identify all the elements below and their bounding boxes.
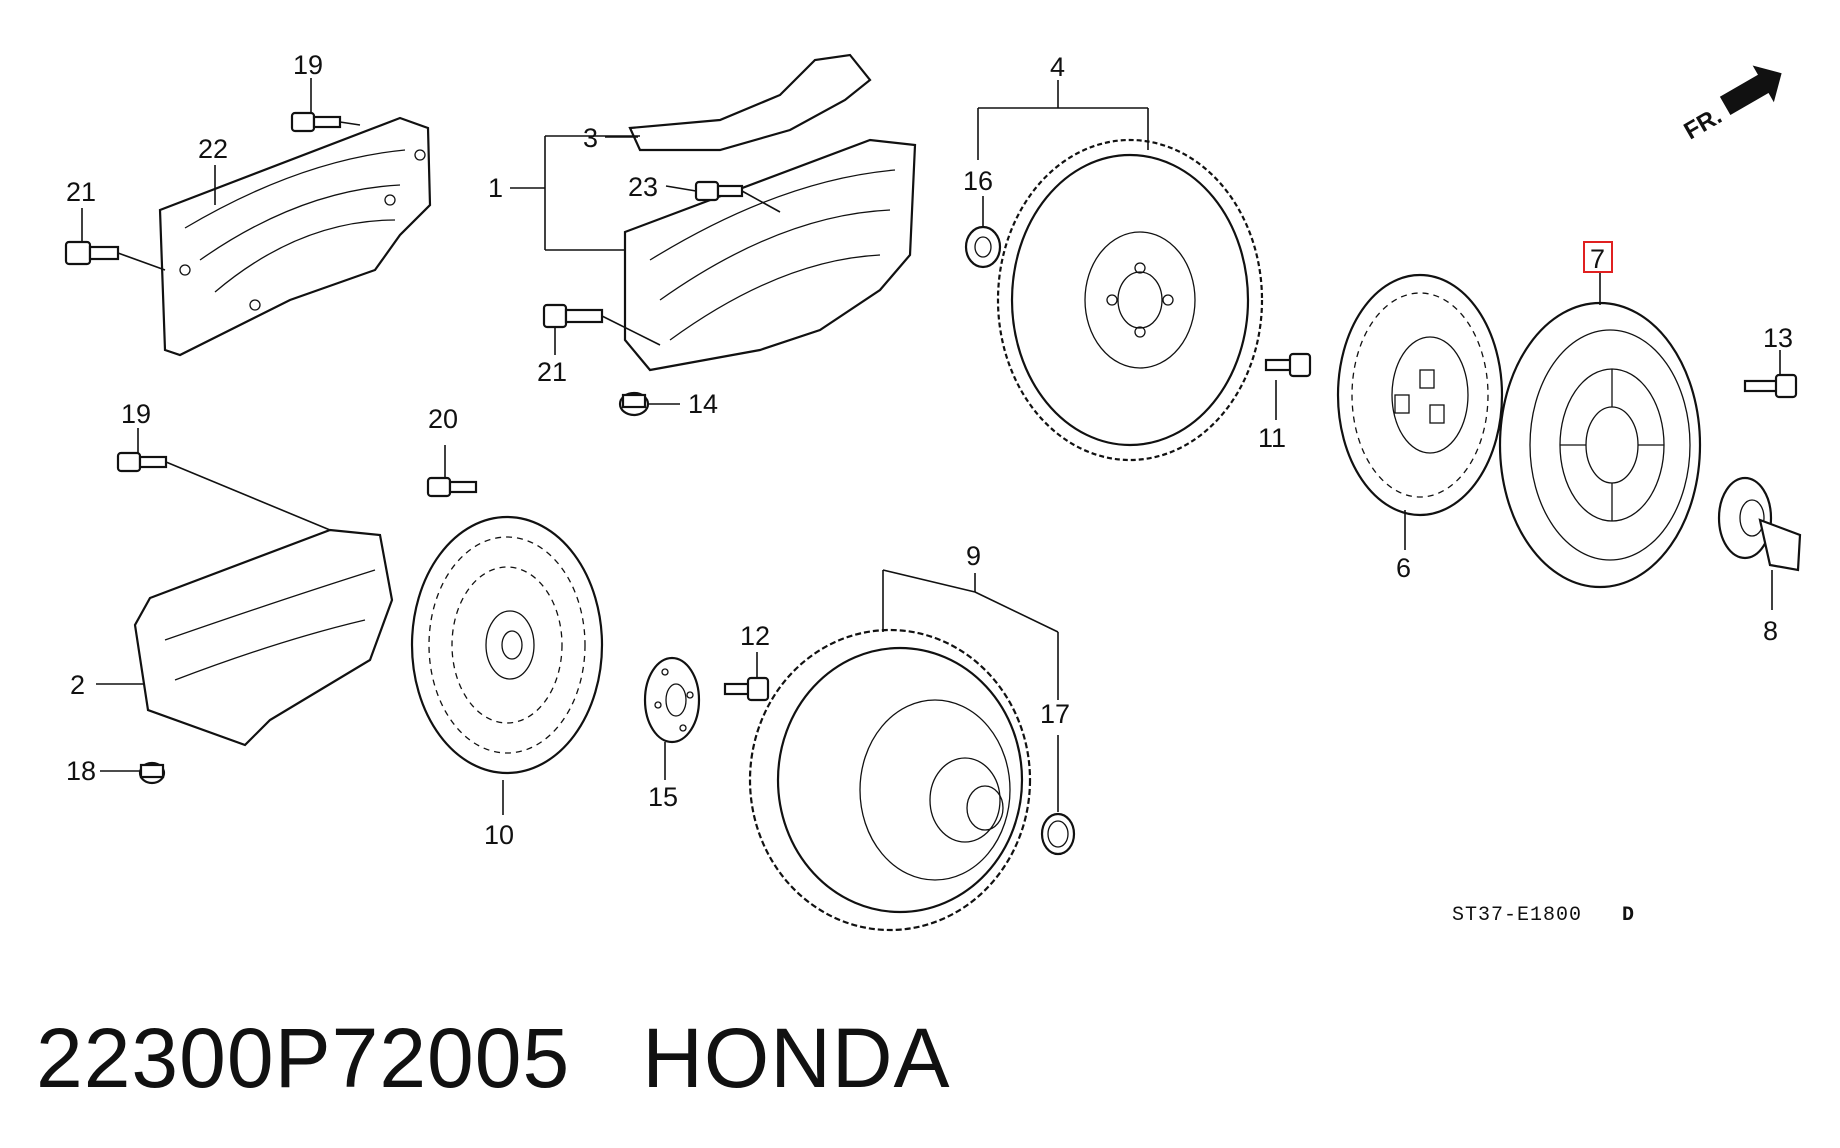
bearing-16: [964, 225, 1002, 269]
bolt-21-left: [64, 240, 120, 266]
bolt-20: [426, 476, 478, 498]
bolt-19-lower: [116, 451, 168, 473]
footer-caption: 22300P72005 HONDA: [36, 1010, 951, 1107]
callout-3: 3: [583, 123, 598, 153]
o-ring-17: [1040, 812, 1076, 856]
callout-15: 15: [648, 782, 678, 812]
front-direction-arrow: FR.: [1680, 65, 1782, 145]
strip-3: [628, 53, 872, 152]
callout-14: 14: [688, 389, 718, 419]
callout-17: 17: [1040, 699, 1070, 729]
front-label: FR.: [1680, 102, 1727, 145]
callout-4: 4: [1050, 52, 1065, 82]
callout-23: 23: [628, 172, 658, 202]
drawing-code: ST37-E1800: [1452, 904, 1582, 927]
callout-7: 7: [1590, 244, 1605, 274]
callout-6: 6: [1396, 553, 1411, 583]
callout-19-lower: 19: [121, 399, 151, 429]
callout-16: 16: [963, 166, 993, 196]
drawing-code-suffix: D: [1622, 904, 1635, 927]
callout-21-middle: 21: [537, 357, 567, 387]
callout-labels: 1 2 3 4 6 7 8 9 10 11 12 13 14 15 16 17 …: [66, 50, 1793, 850]
callout-2: 2: [70, 670, 85, 700]
nut-18: [138, 761, 166, 785]
bolt-13: [1743, 373, 1798, 399]
bolt-12: [723, 676, 770, 702]
part-number: 22300P72005: [36, 1011, 571, 1105]
callout-21-left: 21: [66, 177, 96, 207]
brand-name: HONDA: [642, 1011, 951, 1105]
callout-10: 10: [484, 820, 514, 850]
callout-12: 12: [740, 621, 770, 651]
callout-20: 20: [428, 404, 458, 434]
callout-13: 13: [1763, 323, 1793, 353]
bolt-11: [1264, 352, 1312, 378]
pressure-plate-7: [1498, 301, 1702, 589]
callout-11: 11: [1258, 423, 1286, 453]
drive-plate-10: [410, 515, 604, 775]
bolt-23: [694, 180, 744, 202]
callout-9: 9: [966, 541, 981, 571]
release-bearing-8: [1717, 476, 1802, 572]
bolt-21-middle: [542, 303, 604, 329]
cover-plate-2: [133, 528, 394, 747]
callout-7-highlight: [1583, 241, 1613, 273]
cover-plate-22: [158, 116, 432, 357]
callout-1: 1: [488, 173, 503, 203]
bolt-19-top: [290, 111, 342, 133]
clutch-disc-6: [1336, 273, 1504, 517]
nut-14: [618, 391, 650, 417]
callout-19-top: 19: [293, 50, 323, 80]
callout-8: 8: [1763, 616, 1778, 646]
callout-22: 22: [198, 134, 228, 164]
plate-15: [643, 656, 701, 744]
flywheel-4: [996, 138, 1264, 462]
cover-plate-1: [623, 138, 917, 372]
leader-lines: [81, 78, 1781, 815]
callout-18: 18: [66, 756, 96, 786]
torque-converter-9: [748, 628, 1032, 932]
parts-diagram: 1 2 3 4 6 7 8 9 10 11 12 13 14 15 16 17 …: [64, 50, 1802, 932]
